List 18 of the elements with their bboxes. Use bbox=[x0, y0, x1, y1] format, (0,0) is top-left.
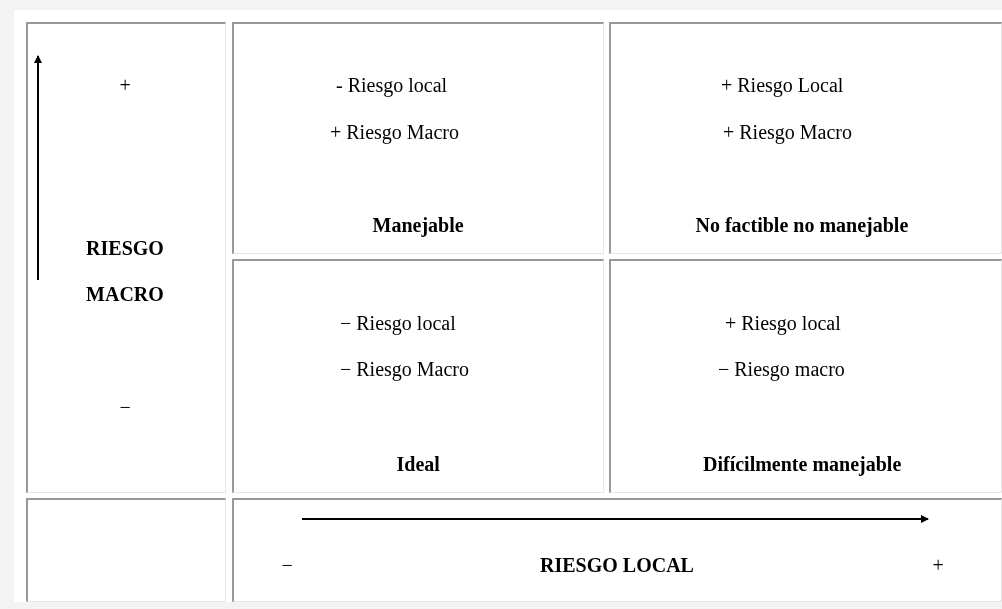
quadrant-title: Difícilmente manejable bbox=[703, 452, 902, 476]
axis-sign: − bbox=[281, 553, 293, 577]
quadrant-title: Manejable bbox=[372, 213, 464, 237]
cell-text: − Riesgo Macro bbox=[340, 357, 470, 381]
cell-text: + Riesgo Macro bbox=[330, 120, 460, 144]
quadrant-title: No factible no manejable bbox=[695, 213, 909, 237]
cell-text: − Riesgo local bbox=[340, 311, 456, 335]
axis-title: RIESGO LOCAL bbox=[540, 553, 694, 577]
cell-text: − Riesgo macro bbox=[718, 357, 845, 381]
axis-sign: + bbox=[119, 73, 131, 97]
cell-text: + Riesgo Local bbox=[721, 73, 844, 97]
quadrant-title: Ideal bbox=[396, 452, 440, 476]
axis-sign: + bbox=[932, 553, 944, 577]
axis-sign: − bbox=[119, 395, 131, 419]
cell-text: + Riesgo Macro bbox=[723, 120, 853, 144]
cell-text: - Riesgo local bbox=[336, 73, 448, 97]
axis-title: RIESGO MACRO bbox=[85, 236, 165, 307]
cell-text: + Riesgo local bbox=[725, 311, 841, 335]
